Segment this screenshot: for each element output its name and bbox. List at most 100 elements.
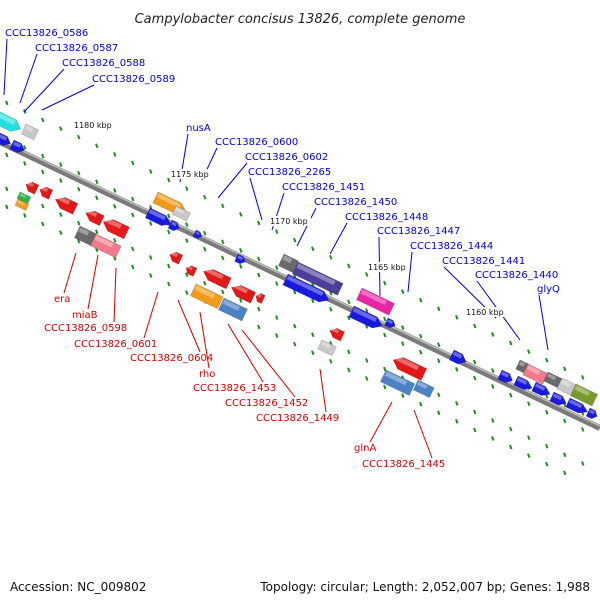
gene-feature[interactable] xyxy=(565,397,590,416)
gene-feature[interactable] xyxy=(167,219,181,232)
gene-feature[interactable] xyxy=(549,391,569,408)
gene-feature[interactable] xyxy=(384,317,397,330)
gene-label-era[interactable]: era xyxy=(54,294,70,305)
tick-mark xyxy=(437,342,441,348)
gene-feature[interactable] xyxy=(356,287,395,316)
gene-feature[interactable] xyxy=(229,282,256,304)
label-leader-line xyxy=(63,252,77,294)
tick-mark xyxy=(509,444,513,450)
gene-feature[interactable] xyxy=(348,305,385,331)
gene-feature[interactable] xyxy=(218,297,248,322)
gene-feature[interactable] xyxy=(20,123,39,141)
gene-feature[interactable] xyxy=(192,229,203,240)
label-leader-line xyxy=(249,177,263,221)
gene-label-ccc13826_1450[interactable]: CCC13826_1450 xyxy=(314,197,397,208)
tick-mark xyxy=(509,340,513,346)
tick-mark xyxy=(455,419,459,424)
gene-feature[interactable] xyxy=(100,216,130,240)
tick-mark xyxy=(563,470,567,476)
gene-label-ccc13826_0598[interactable]: CCC13826_0598 xyxy=(44,323,127,334)
tick-mark xyxy=(401,325,405,330)
gene-label-ccc13826_1447[interactable]: CCC13826_1447 xyxy=(377,226,460,237)
gene-feature[interactable] xyxy=(513,375,535,393)
gene-label-ccc13826_1445[interactable]: CCC13826_1445 xyxy=(362,459,445,470)
gene-feature[interactable] xyxy=(448,349,468,367)
tick-mark xyxy=(491,436,495,441)
tick-mark xyxy=(257,256,261,262)
gene-feature[interactable] xyxy=(201,266,232,290)
gene-feature[interactable] xyxy=(278,253,299,273)
gene-label-ccc13826_0589[interactable]: CCC13826_0589 xyxy=(92,74,175,85)
tick-mark xyxy=(545,357,549,363)
gene-label-rho[interactable]: rho xyxy=(199,369,215,380)
gene-label-ccc13826_0600[interactable]: CCC13826_0600 xyxy=(215,137,298,148)
label-leader-line xyxy=(329,222,348,255)
tick-mark xyxy=(203,280,207,286)
gene-feature[interactable] xyxy=(83,208,105,227)
gene-label-ccc13826_1452[interactable]: CCC13826_1452 xyxy=(225,398,308,409)
gene-feature[interactable] xyxy=(190,283,224,309)
gene-feature[interactable] xyxy=(234,253,247,266)
gene-label-ccc13826_1440[interactable]: CCC13826_1440 xyxy=(475,270,558,281)
gene-label-ccc13826_0587[interactable]: CCC13826_0587 xyxy=(35,43,118,54)
tick-mark xyxy=(563,418,567,424)
gene-feature[interactable] xyxy=(531,381,553,399)
gene-label-ccc13826_1451[interactable]: CCC13826_1451 xyxy=(282,182,365,193)
gene-feature[interactable] xyxy=(9,139,27,155)
gene-label-ccc13826_2265[interactable]: CCC13826_2265 xyxy=(248,167,331,178)
tick-mark xyxy=(293,289,297,295)
gene-feature[interactable] xyxy=(0,132,13,148)
tick-mark xyxy=(203,194,207,200)
gene-label-ccc13826_1444[interactable]: CCC13826_1444 xyxy=(410,241,493,252)
gene-feature[interactable] xyxy=(328,326,345,342)
tick-mark xyxy=(131,196,135,202)
gene-label-ccc13826_1453[interactable]: CCC13826_1453 xyxy=(193,383,276,394)
gene-feature[interactable] xyxy=(24,180,40,195)
gene-feature[interactable] xyxy=(16,191,32,204)
gene-feature[interactable] xyxy=(53,194,79,215)
gene-label-nusa[interactable]: nusA xyxy=(186,123,211,134)
gene-label-ccc13826_0604[interactable]: CCC13826_0604 xyxy=(130,353,213,364)
gene-feature[interactable] xyxy=(390,354,428,381)
tick-mark xyxy=(293,237,297,243)
gene-feature[interactable] xyxy=(144,207,173,229)
gene-label-glyq[interactable]: glyQ xyxy=(537,284,560,295)
gene-feature[interactable] xyxy=(570,383,598,407)
gene-label-ccc13826_1449[interactable]: CCC13826_1449 xyxy=(256,413,339,424)
tick-mark xyxy=(329,254,333,260)
gene-feature[interactable] xyxy=(412,379,435,399)
tick-mark xyxy=(59,162,63,167)
gene-feature[interactable] xyxy=(14,198,30,211)
gene-feature[interactable] xyxy=(168,250,184,265)
gene-label-glna[interactable]: glnA xyxy=(354,443,376,454)
gene-label-miab[interactable]: miaB xyxy=(72,310,98,321)
map-title: Campylobacter concisus 13826, complete g… xyxy=(135,12,466,27)
tick-mark xyxy=(437,358,441,364)
gene-label-ccc13826_0588[interactable]: CCC13826_0588 xyxy=(62,58,145,69)
gene-label-ccc13826_0602[interactable]: CCC13826_0602 xyxy=(245,152,328,163)
gene-feature[interactable] xyxy=(317,339,337,357)
tick-mark xyxy=(437,306,441,312)
gene-label-ccc13826_0601[interactable]: CCC13826_0601 xyxy=(74,339,157,350)
tick-mark xyxy=(5,186,9,192)
gene-label-ccc13826_0586[interactable]: CCC13826_0586 xyxy=(5,28,88,39)
gene-feature[interactable] xyxy=(497,369,515,385)
gene-feature[interactable] xyxy=(282,273,331,305)
gene-feature[interactable] xyxy=(585,407,599,420)
gene-feature[interactable] xyxy=(171,205,191,222)
tick-mark xyxy=(77,170,81,176)
gene-feature[interactable] xyxy=(380,369,416,396)
scale-label: 1180 kbp xyxy=(74,121,112,130)
gene-feature[interactable] xyxy=(0,111,23,135)
gene-feature[interactable] xyxy=(38,185,54,200)
tick-mark xyxy=(221,289,225,295)
gene-label-ccc13826_1441[interactable]: CCC13826_1441 xyxy=(442,256,525,267)
gene-label-ccc13826_1448[interactable]: CCC13826_1448 xyxy=(345,212,428,223)
gene-feature[interactable] xyxy=(90,233,122,259)
gene-feature[interactable] xyxy=(292,261,344,296)
gene-feature[interactable] xyxy=(254,292,266,304)
gene-feature[interactable] xyxy=(522,363,549,385)
gene-feature[interactable] xyxy=(184,264,198,277)
tick-mark xyxy=(113,203,117,209)
tick-mark xyxy=(41,169,45,175)
